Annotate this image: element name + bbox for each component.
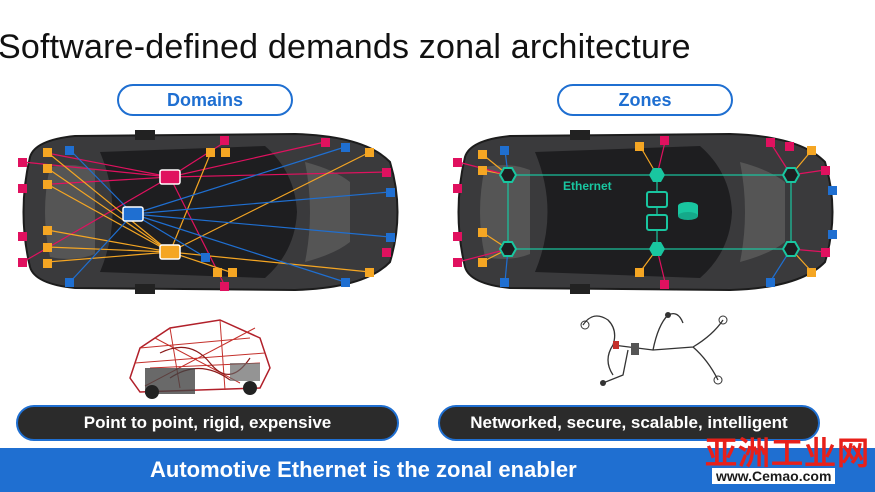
zonal-car-diagram: Ethernet [453, 130, 837, 294]
ethernet-label: Ethernet [563, 179, 612, 193]
watermark-logo: 亚洲工业网 [705, 435, 871, 471]
red-domain-controller [159, 169, 181, 185]
wiring-harness-rigid [129, 319, 271, 399]
central-compute [646, 191, 698, 231]
edge-ecus [18, 136, 395, 291]
watermark-url: www.Cemao.com [712, 468, 836, 484]
edge-ecus [453, 136, 837, 289]
zones-caption: Networked, secure, scalable, intelligent [438, 405, 820, 441]
wiring-harness-networked [580, 312, 728, 386]
domains-label: Domains [117, 84, 293, 116]
orange-domain-controller [159, 244, 181, 260]
blue-domain-controller [122, 206, 144, 222]
domains-caption: Point to point, rigid, expensive [16, 405, 399, 441]
domain-car-diagram [18, 130, 399, 294]
zones-label: Zones [557, 84, 733, 116]
car-body [22, 130, 399, 294]
slide-title: Software-defined demands zonal architect… [0, 28, 691, 66]
domain-controllers [122, 169, 181, 260]
car-body [457, 130, 834, 294]
banner-text: Automotive Ethernet is the zonal enabler [150, 457, 577, 482]
zone-controllers [498, 167, 801, 257]
